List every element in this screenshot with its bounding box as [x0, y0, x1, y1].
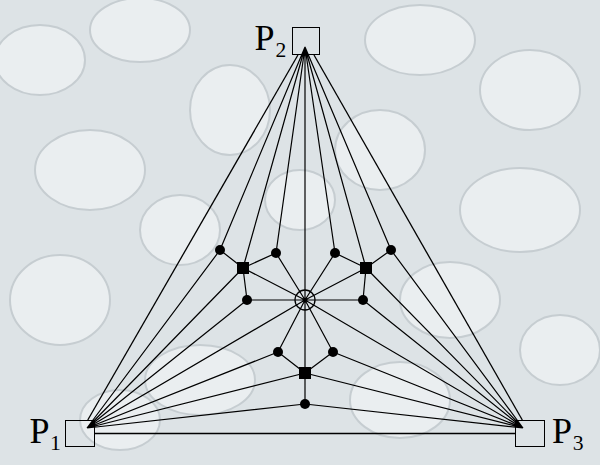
vertex-box: P₂	[292, 27, 320, 55]
vertex-label: P₁	[29, 413, 62, 449]
vertex-label: P₂	[254, 20, 287, 56]
pebbles	[0, 0, 600, 450]
point-dots	[215, 245, 396, 409]
construction-lines	[87, 47, 523, 428]
triangle-side	[314, 55, 522, 420]
center-circle	[295, 290, 315, 310]
triangle-side	[95, 433, 515, 434]
steiner-squares	[237, 262, 372, 379]
vertex-label: P₃	[552, 413, 585, 449]
vertex-box: P₁	[65, 420, 95, 447]
triangle-side	[88, 55, 298, 420]
vertex-box: P₃	[515, 420, 545, 447]
